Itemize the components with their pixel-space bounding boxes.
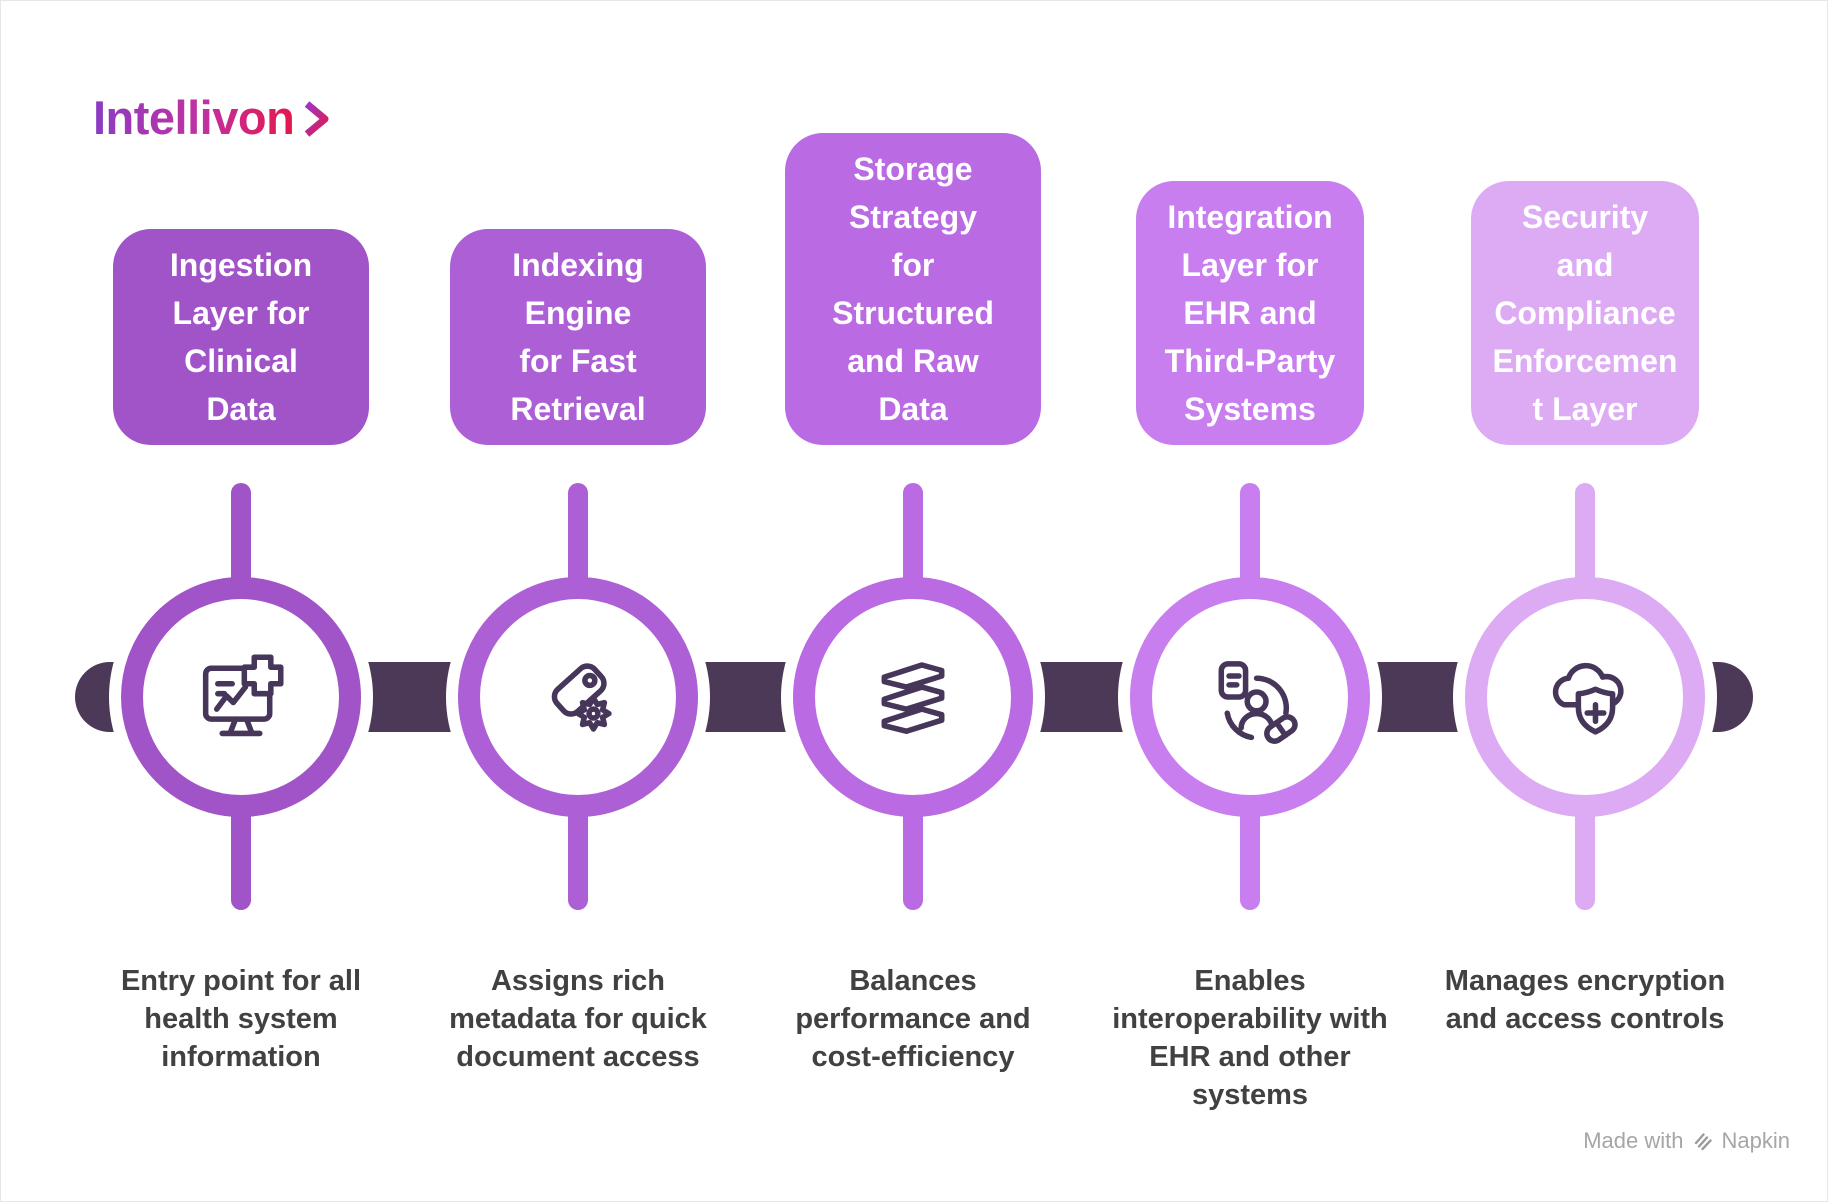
stage-title-box: Indexing Engine for Fast Retrieval — [450, 229, 706, 445]
stage-title: Ingestion Layer for Clinical Data — [169, 247, 313, 427]
stage-description: Enables interoperability with EHR and ot… — [1112, 965, 1388, 1111]
stage-description: Assigns rich metadata for quick document… — [449, 965, 707, 1073]
patient-integration-icon — [1197, 644, 1303, 750]
monitor-health-chart-icon — [188, 644, 294, 750]
connector-stem-top — [1575, 483, 1595, 589]
brand-name: Intellivon — [93, 91, 295, 144]
stage-indexing-engine: Indexing Engine for Fast Retrieval Assig… — [418, 0, 738, 1202]
stage-description: Entry point for all health system inform… — [120, 965, 362, 1073]
connector-stem-bottom — [1240, 806, 1260, 910]
stage-storage-strategy: Storage Strategy for Structured and Raw … — [753, 0, 1073, 1202]
watermark-label: Made with — [1583, 1128, 1684, 1153]
connector-stem-top — [568, 483, 588, 589]
watermark-brand: Napkin — [1721, 1128, 1790, 1153]
stage-title-box: Ingestion Layer for Clinical Data — [113, 229, 369, 445]
brand-chevron-icon — [305, 100, 329, 137]
connector-stem-top — [231, 483, 251, 589]
stage-title-box: Security and Compliance Enforcemen t Lay… — [1471, 181, 1699, 445]
connector-stem-bottom — [1575, 806, 1595, 910]
stage-security-compliance: Security and Compliance Enforcemen t Lay… — [1425, 0, 1745, 1202]
connector-stem-bottom — [568, 806, 588, 910]
stage-title: Storage Strategy for Structured and Raw … — [832, 151, 994, 427]
stage-title: Indexing Engine for Fast Retrieval — [510, 247, 646, 427]
stage-circle — [1465, 577, 1705, 817]
brand-logo: Intellivon — [93, 90, 330, 145]
stage-title-box: Integration Layer for EHR and Third-Part… — [1136, 181, 1364, 445]
napkin-watermark: Made with Napkin — [1583, 1128, 1790, 1154]
connector-stem-bottom — [231, 806, 251, 910]
stage-ingestion-layer: Ingestion Layer for Clinical Data Entry … — [81, 0, 401, 1202]
stage-integration-layer: Integration Layer for EHR and Third-Part… — [1090, 0, 1410, 1202]
connector-stem-top — [903, 483, 923, 589]
stage-circle — [1130, 577, 1370, 817]
stage-circle — [458, 577, 698, 817]
tag-gear-icon — [525, 644, 631, 750]
connector-stem-bottom — [903, 806, 923, 910]
napkin-logo-icon — [1694, 1133, 1712, 1151]
stage-circle — [121, 577, 361, 817]
cloud-shield-icon — [1532, 644, 1638, 750]
stage-description: Balances performance and cost-efficiency — [795, 965, 1031, 1073]
connector-stem-top — [1240, 483, 1260, 589]
stage-title: Integration Layer for EHR and Third-Part… — [1164, 199, 1336, 427]
stage-title-box: Storage Strategy for Structured and Raw … — [785, 133, 1041, 445]
stage-circle — [793, 577, 1033, 817]
layer-stack-icon — [860, 644, 966, 750]
stage-description: Manages encryption and access controls — [1444, 965, 1726, 1035]
stage-title: Security and Compliance Enforcemen t Lay… — [1492, 199, 1678, 427]
